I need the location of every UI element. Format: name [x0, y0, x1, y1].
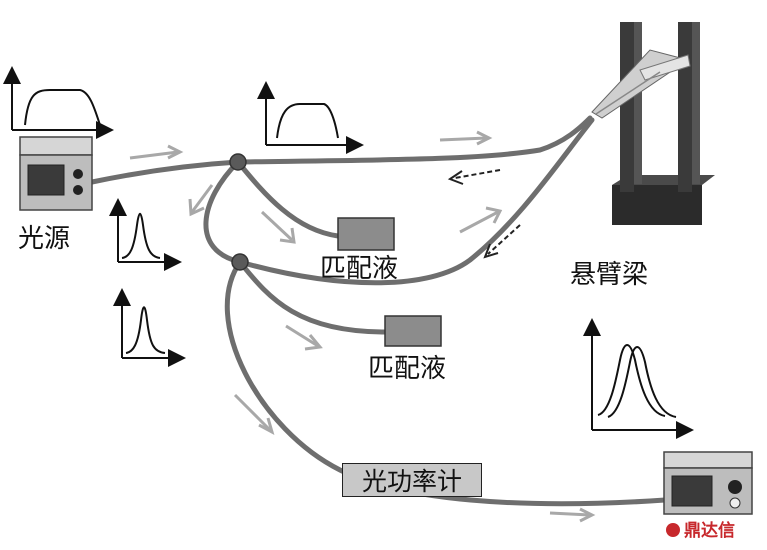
- reflected-spectrum-plot-1: [109, 198, 182, 271]
- watermark-text: 鼎达信: [684, 521, 735, 541]
- source-spectrum-plot: [3, 66, 114, 139]
- reflected-spectrum-plot-2: [113, 288, 186, 367]
- light-source-knob-bottom: [73, 185, 83, 195]
- light-source-label: 光源: [18, 224, 71, 254]
- light-source-screen: [27, 164, 65, 196]
- power-meter-device: [663, 451, 753, 515]
- fiber-coupler2-to-power-meter: [224, 259, 668, 507]
- incident-spectrum-plot: [257, 81, 364, 154]
- power-meter-label-box: 光功率计: [342, 463, 482, 497]
- cantilever-label: 悬臂梁: [570, 260, 649, 290]
- fiber-coupler2-to-cantilever: [237, 117, 595, 286]
- fiber-coupler2-to-match2: [237, 259, 388, 335]
- reflection-arrows: [447, 169, 521, 259]
- coupler-node-1: [229, 153, 247, 171]
- matching-liquid-label-2: 匹配液: [368, 354, 447, 384]
- output-spectrum-plot: [583, 318, 694, 439]
- power-meter-label: 光功率计: [361, 467, 462, 496]
- cantilever-beam-stand: [591, 22, 715, 225]
- power-meter-knob: [728, 480, 742, 494]
- coupler-node-2: [231, 253, 249, 271]
- fiber-coupler1-to-coupler2: [203, 159, 243, 265]
- light-source-knob-top: [73, 169, 83, 179]
- watermark: 鼎达信: [666, 516, 735, 541]
- matching-liquid-box-2: [384, 315, 442, 347]
- fiber-coupler1-to-match1: [235, 159, 341, 239]
- watermark-logo-icon: [666, 523, 680, 537]
- power-meter-screen: [671, 475, 713, 507]
- matching-liquid-label-1: 匹配液: [320, 254, 399, 284]
- fiber-network: [89, 115, 668, 507]
- fiber-source-to-coupler1: [89, 159, 241, 185]
- fiber-coupler1-to-cantilever: [235, 115, 593, 165]
- matching-liquid-box-1: [337, 217, 395, 251]
- light-source-device: [19, 136, 93, 211]
- flow-arrows: [129, 130, 596, 523]
